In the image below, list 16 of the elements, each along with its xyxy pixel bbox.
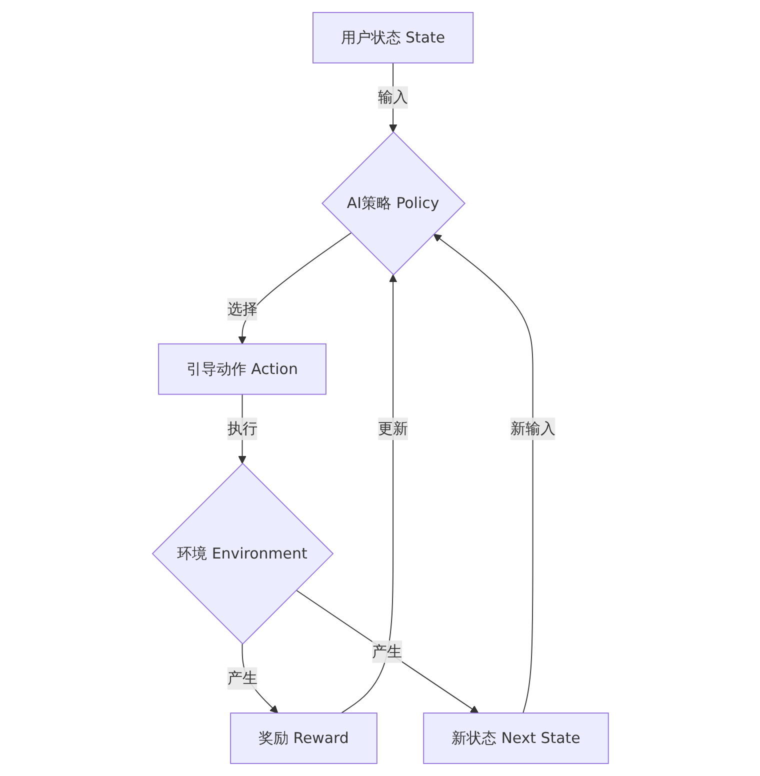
node-box: 引导动作 Action bbox=[158, 343, 326, 395]
edge-label: 更新 bbox=[378, 420, 408, 438]
arrow bbox=[295, 590, 478, 714]
edge-label: 产生 bbox=[226, 669, 257, 687]
edge-label: 新输入 bbox=[510, 420, 555, 438]
arrow bbox=[340, 274, 397, 714]
node-box: 新状态 Next State bbox=[422, 712, 608, 764]
arrow bbox=[432, 234, 533, 714]
edge-label: 产生 bbox=[372, 642, 402, 660]
edge-label: 执行 bbox=[226, 420, 257, 438]
node-box: 奖励 Reward bbox=[230, 712, 377, 764]
node-diamond: 环境 Environment bbox=[151, 462, 334, 645]
edge-label: 选择 bbox=[226, 300, 257, 318]
node-diamond: AI策略 Policy bbox=[321, 131, 466, 276]
edge-label: 输入 bbox=[378, 88, 408, 106]
node-box: 用户状态 State bbox=[312, 12, 474, 64]
